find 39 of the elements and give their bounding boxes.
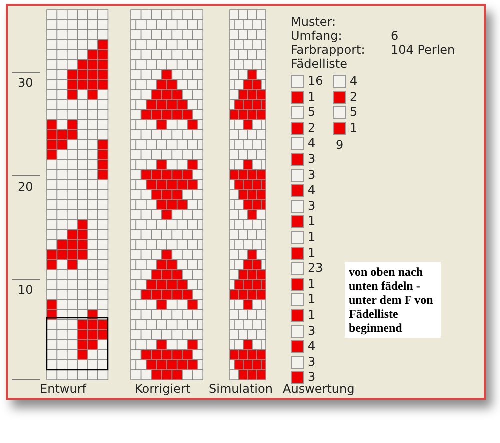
- bead-count: 23: [308, 261, 324, 276]
- bead-count: 1: [308, 292, 316, 306]
- bead-count: 1: [308, 230, 316, 244]
- panel-label: Simulation: [209, 382, 273, 396]
- bead-count: 4: [308, 136, 316, 150]
- panel-label: Korrigiert: [135, 382, 191, 396]
- bead-count: 3: [308, 354, 316, 369]
- field-label: Muster:: [291, 15, 336, 29]
- field-label: Umfang:: [291, 29, 342, 43]
- bead-count: 1: [308, 90, 316, 104]
- panel-label: Entwurf: [40, 382, 86, 396]
- count-value: 9: [336, 138, 344, 152]
- list-heading: Fädelliste: [291, 57, 348, 71]
- bead-count: 2: [350, 90, 358, 104]
- ruler-number: 10: [18, 283, 34, 297]
- bead-count: 1: [350, 120, 358, 135]
- ruler-number: 20: [18, 180, 34, 194]
- bead-count: 4: [308, 183, 316, 198]
- bead-count: 3: [308, 168, 316, 182]
- bead-count: 1: [308, 276, 316, 291]
- bead-count: 3: [308, 198, 316, 213]
- field-value: 6: [391, 29, 399, 43]
- field-label: Farbrapport:: [291, 43, 366, 57]
- bead-count: 5: [350, 105, 358, 120]
- field-value: 104 Perlen: [391, 43, 456, 57]
- bead-count: 1: [308, 308, 316, 322]
- bead-count: 16: [308, 74, 324, 88]
- bead-count: 2: [308, 120, 316, 135]
- panel-label: Auswertung: [283, 382, 355, 396]
- bead-count: 1: [308, 214, 316, 228]
- bead-count: 3: [308, 152, 316, 166]
- ruler-number: 30: [18, 76, 34, 90]
- bead-count: 5: [308, 105, 316, 120]
- note-text: von oben nach unten fädeln - unter dem F von Fädelliste beginnend: [345, 262, 441, 338]
- bead-count: 4: [308, 339, 316, 354]
- bead-count: 4: [350, 74, 358, 88]
- bead-count: 1: [308, 246, 316, 260]
- bead-count: 3: [308, 324, 316, 338]
- bead-count: 3: [308, 370, 316, 384]
